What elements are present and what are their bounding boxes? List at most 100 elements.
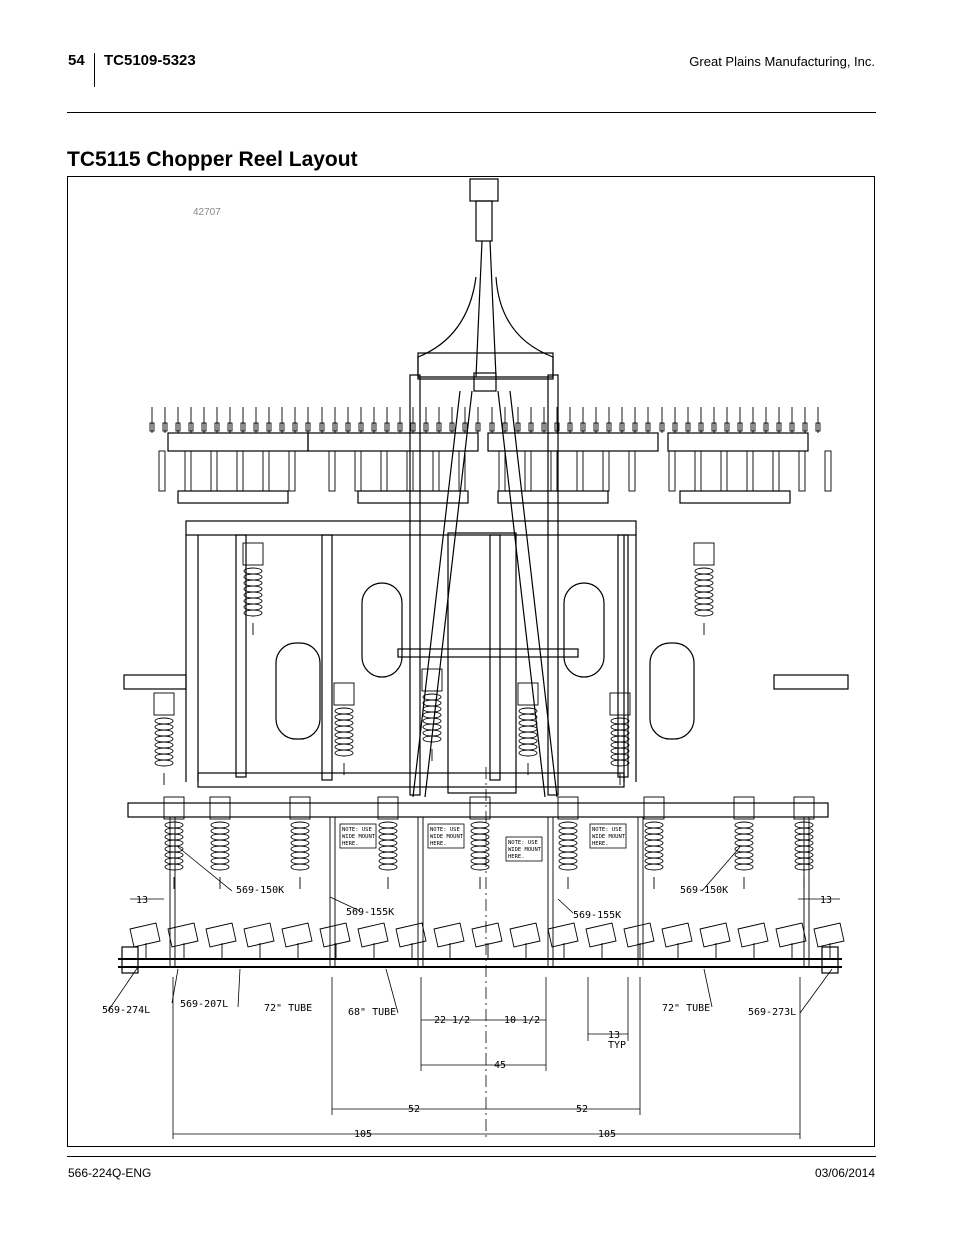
spring-coil	[154, 717, 174, 725]
dim-13-right: 13	[820, 895, 832, 906]
header-divider	[94, 53, 95, 87]
spring-coil	[470, 863, 490, 871]
bank-post	[380, 450, 388, 492]
dim-10-1-2: 10 1/2	[504, 1015, 540, 1026]
spring-coil	[154, 759, 174, 767]
part-569-150k-right: 569-150K	[680, 885, 728, 896]
spring-coil	[734, 833, 754, 841]
spring-coil	[422, 693, 442, 701]
reel-pad	[813, 922, 845, 948]
bank-post	[432, 450, 440, 492]
spring-coil	[164, 833, 184, 841]
spring-coil	[644, 851, 664, 859]
tine-mount	[410, 422, 416, 432]
reel-pad	[509, 922, 541, 948]
tine-mount	[384, 422, 390, 432]
spring-coil	[518, 737, 538, 745]
tine-mount	[305, 422, 311, 432]
spring-coil	[164, 821, 184, 829]
spring-coil	[610, 759, 630, 767]
tine-mount	[724, 422, 730, 432]
tine-mount	[266, 422, 272, 432]
spring-coil	[164, 863, 184, 871]
spring-coil	[334, 737, 354, 745]
bank-post	[668, 450, 676, 492]
tine-mount	[292, 422, 298, 432]
document-number: TC5109-5323	[104, 52, 196, 69]
spring-coil	[334, 719, 354, 727]
bank-post	[288, 450, 296, 492]
spring-coil	[644, 845, 664, 853]
spring-coil	[518, 725, 538, 733]
spring-coil	[243, 573, 263, 581]
spring-coil	[290, 827, 310, 835]
spring-coil	[290, 821, 310, 829]
note-line-2: WIDE MOUNT	[508, 847, 542, 853]
spring-coil	[734, 845, 754, 853]
spring-coil	[243, 609, 263, 617]
tine-mount	[672, 422, 678, 432]
footer-date: 03/06/2014	[814, 1166, 875, 1180]
spring-coil	[644, 863, 664, 871]
dim-45: 45	[494, 1060, 506, 1071]
spring-coil	[243, 597, 263, 605]
tine-mount	[502, 422, 508, 432]
tine-mount	[240, 422, 246, 432]
spring-coil	[422, 705, 442, 713]
bank-post	[694, 450, 702, 492]
spring-coil	[243, 603, 263, 611]
tine-mount	[397, 422, 403, 432]
part-569-155k-right: 569-155K	[573, 910, 621, 921]
spring-coil	[644, 839, 664, 847]
note-line-1: NOTE: USE	[508, 840, 538, 846]
spring-coil	[243, 567, 263, 575]
reel-pad	[433, 922, 465, 948]
reel-pad	[585, 922, 617, 948]
tine-mount	[659, 422, 665, 432]
shank-head	[163, 796, 185, 820]
spring-coil	[470, 821, 490, 829]
shank-head	[693, 542, 715, 566]
spring-coil	[644, 857, 664, 865]
spring-coil	[734, 821, 754, 829]
tine-mount	[358, 422, 364, 432]
bank-post	[772, 450, 780, 492]
reel-pad	[281, 922, 313, 948]
footer-rule	[67, 1156, 876, 1157]
note-line-3: HERE.	[508, 854, 525, 860]
part-569-274l: 569-274L	[102, 1005, 150, 1016]
page-number: 54	[68, 52, 85, 69]
part-569-273l: 569-273L	[748, 1007, 796, 1018]
spring-coil	[694, 609, 714, 617]
tine-mount	[619, 422, 625, 432]
part-569-150k-left: 569-150K	[236, 885, 284, 896]
spring-coil	[210, 863, 230, 871]
spring-coil	[378, 827, 398, 835]
spring-coil	[644, 827, 664, 835]
tine-mount	[253, 422, 259, 432]
spring-coil	[558, 863, 578, 871]
spring-coil	[694, 585, 714, 593]
reel-pad	[167, 922, 199, 948]
spring-coil	[610, 747, 630, 755]
spring-coil	[518, 743, 538, 751]
reel-pad	[243, 922, 275, 948]
bank-post	[602, 450, 610, 492]
tine-mount	[763, 422, 769, 432]
spring-coil	[210, 851, 230, 859]
tine-mount	[698, 422, 704, 432]
spring-coil	[290, 839, 310, 847]
spring-coil	[334, 707, 354, 715]
spring-coil	[378, 821, 398, 829]
shank-head	[289, 796, 311, 820]
reel-pad	[129, 922, 161, 948]
shank-head	[733, 796, 755, 820]
spring-coil	[694, 591, 714, 599]
note-line-3: HERE.	[592, 841, 609, 847]
spring-coil	[164, 851, 184, 859]
bank-post	[824, 450, 832, 492]
tine-mount	[776, 422, 782, 432]
tine-mount	[593, 422, 599, 432]
tine-mount	[149, 422, 155, 432]
bank-post	[158, 450, 166, 492]
